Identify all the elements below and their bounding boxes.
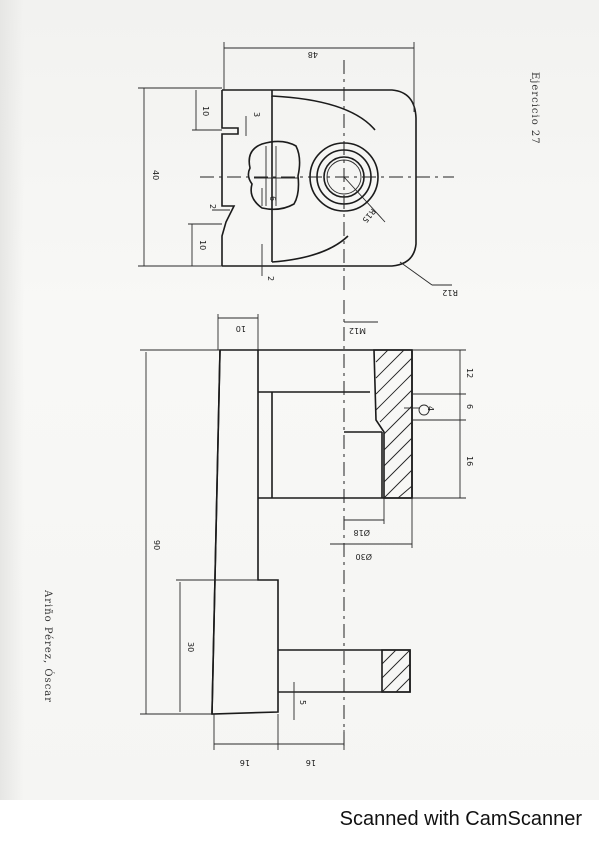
upper-body xyxy=(258,349,413,499)
dim-40-text: 40 xyxy=(151,170,160,180)
top-view-left-edge xyxy=(221,90,239,266)
dim-6-text: 6 xyxy=(268,196,277,201)
scanned-sheet xyxy=(0,0,599,800)
dim-30-text: 30 xyxy=(186,642,195,652)
base-plate xyxy=(211,349,279,715)
technical-drawing: 48 40 10 10 3 2 2 6 R15 R12 xyxy=(42,42,540,767)
top-view: 48 40 10 10 3 2 2 6 R15 R12 xyxy=(138,42,458,297)
r12-leader xyxy=(399,261,433,286)
author-label: Ariño Pérez, Óscar xyxy=(42,589,54,703)
exercise-label: Ejercicio 27 xyxy=(529,72,540,145)
dim-phi30-text: Ø30 xyxy=(356,552,372,562)
top-view-inner-profile xyxy=(271,90,376,263)
dim-r15-text: R15 xyxy=(360,207,377,225)
callout-text: 4 xyxy=(426,406,435,411)
dim-2a-text: 2 xyxy=(208,204,217,209)
dim-48-text: 48 xyxy=(308,50,318,59)
lower-hatch xyxy=(381,649,411,693)
dim-16-right-text: 16 xyxy=(306,758,316,767)
dim-r12-text: R12 xyxy=(442,288,458,297)
upper-hatch xyxy=(375,349,413,499)
dim-16-left-text: 16 xyxy=(240,758,250,767)
top-view-outline xyxy=(222,89,417,267)
broken-section xyxy=(247,140,301,211)
dim-5-text: 5 xyxy=(298,700,307,705)
dim-2b-text: 2 xyxy=(266,276,275,281)
dim-3-text: 3 xyxy=(252,112,261,117)
lower-section xyxy=(381,649,411,693)
dim-90-text: 90 xyxy=(152,540,161,550)
page-edge-shadow xyxy=(0,0,24,800)
dim-10-top-text: 10 xyxy=(201,106,210,116)
base-plate-left-edge xyxy=(211,349,221,715)
dim-6-text: 6 xyxy=(465,404,474,409)
dim-10-bottom-text: 10 xyxy=(198,240,207,250)
dim-12-text: 12 xyxy=(465,368,474,378)
callout-circle xyxy=(418,404,430,416)
dim-m12-text: M12 xyxy=(349,326,366,335)
r15-leader xyxy=(343,176,386,223)
front-view: 10 M12 90 30 5 16 16 12 6 16 4 Ø18 Ø30 xyxy=(140,300,474,767)
dim-phi18-text: Ø18 xyxy=(354,528,370,538)
footer-watermark: Scanned with CamScanner xyxy=(339,808,582,830)
dim-10-front-text: 10 xyxy=(236,324,246,333)
dim-16-right-chain-text: 16 xyxy=(465,456,474,466)
